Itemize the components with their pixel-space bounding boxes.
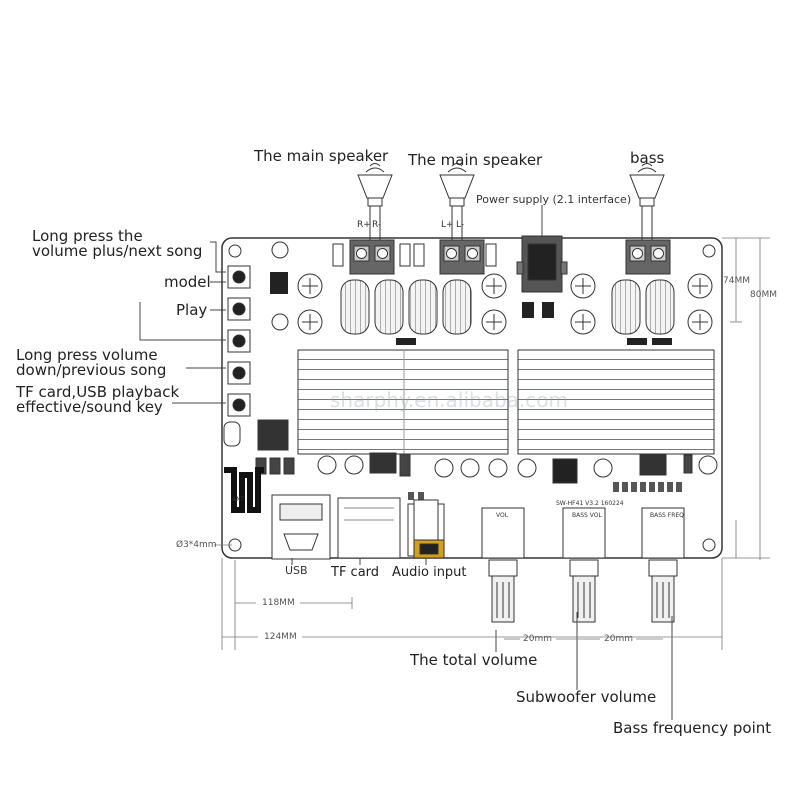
label-audio-input: Audio input [392, 565, 467, 580]
heatsink-left [297, 349, 509, 455]
mounting-hole [228, 244, 242, 258]
terminal-block-right [349, 239, 395, 275]
silk-board-id: SW-HF41 V3.2 160224 [556, 500, 624, 507]
terminal-block-bass [625, 239, 671, 275]
label-long-press-down-line2: down/previous song [16, 361, 167, 379]
terminal-block-left [439, 239, 485, 275]
inductors [340, 279, 675, 335]
silk-l-plus: L+ [441, 220, 454, 230]
dim-118mm: 118MM [262, 598, 295, 608]
label-subwoofer-volume: Subwoofer volume [516, 688, 657, 706]
dim-pot-spacing-1: 20mm [523, 634, 552, 644]
label-main-speaker-right: The main speaker [254, 147, 389, 165]
label-long-press-down-line1: Long press volume [16, 346, 158, 364]
silk-r-plus: R+ [357, 220, 371, 230]
label-tf-card: TF card [331, 565, 380, 580]
dim-80mm: 80MM [750, 290, 777, 300]
dimension-lines [214, 237, 770, 650]
silk-bass-vol: BASS VOL [572, 512, 602, 519]
label-bass-speaker: bass [630, 149, 665, 167]
label-usb: USB [285, 564, 308, 577]
label-long-press-up-line2: volume plus/next song [32, 242, 203, 260]
dim-124mm: 124MM [264, 632, 297, 642]
heatsink-right [517, 349, 715, 455]
power-jack [516, 235, 568, 293]
label-power-supply: Power supply (2.1 interface) [476, 193, 632, 206]
audio-jack [407, 499, 445, 559]
silk-l-minus: L- [456, 220, 465, 230]
silk-vol: VOL [496, 512, 509, 519]
smd-parts-top [270, 243, 672, 345]
antenna-trace [224, 467, 264, 513]
speaker-right-icon [357, 163, 393, 244]
speaker-left-icon [439, 163, 475, 244]
label-tf-usb-line1: TF card,USB playback [16, 383, 180, 401]
capacitors-mid [317, 455, 718, 478]
dim-hole: Ø3*4mm [176, 540, 217, 550]
label-long-press-up-line1: Long press the [32, 227, 143, 245]
label-main-speaker-left: The main speaker [408, 151, 543, 169]
chips [223, 419, 693, 484]
push-buttons [227, 265, 251, 417]
mounting-hole [702, 538, 716, 552]
tf-card-slot [337, 497, 401, 559]
capacitors [271, 241, 713, 335]
mounting-hole [702, 244, 716, 258]
label-model: model [164, 273, 211, 291]
dim-pot-spacing-2: 20mm [604, 634, 633, 644]
dim-74mm: 74MM [723, 276, 750, 286]
usb-port [271, 494, 331, 560]
label-bass-frequency: Bass frequency point [613, 719, 772, 737]
potentiometers [481, 507, 685, 623]
silk-r-minus: R- [372, 220, 382, 230]
silk-bass-freq: BASS FREQ [650, 512, 684, 519]
silk-ant: ANT [232, 496, 245, 503]
label-total-volume: The total volume [410, 651, 538, 669]
speaker-bass-icon [629, 163, 665, 244]
label-play: Play [176, 301, 208, 319]
watermark: sharphy.en.alibaba.com [330, 388, 568, 412]
resistor-array [408, 482, 682, 500]
label-tf-usb-line2: effective/sound key [16, 398, 163, 416]
callout-lines [139, 205, 673, 720]
